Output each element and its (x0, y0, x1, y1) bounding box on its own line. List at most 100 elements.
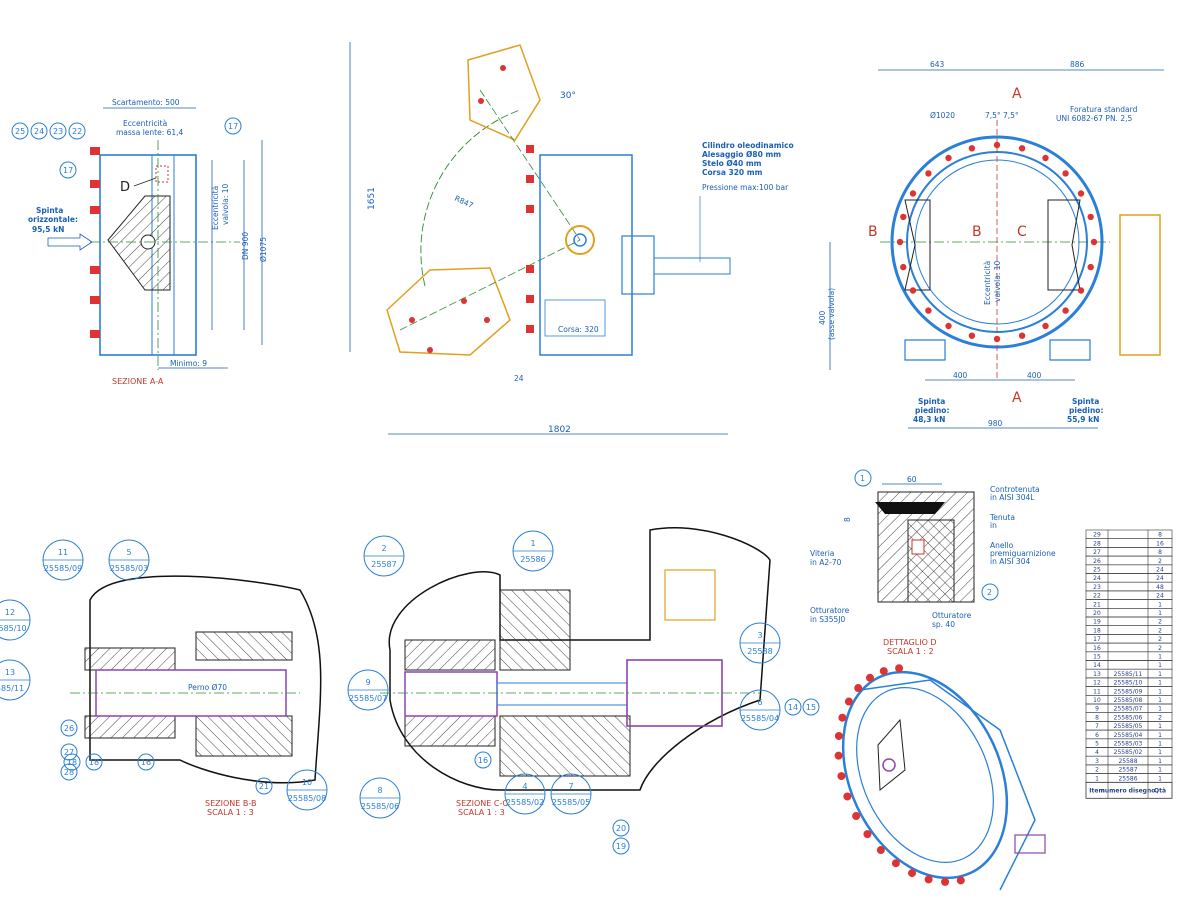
bom-cell: 1 (1158, 662, 1162, 669)
bom-cell: 6 (1095, 732, 1099, 739)
label-ecc-valvola-1: Eccentricità (211, 186, 220, 230)
flange-bolt (924, 875, 933, 884)
flange-bolt (900, 213, 907, 221)
flange-bolt (993, 335, 1001, 343)
svg-text:17: 17 (228, 122, 238, 131)
section-a-bottom: A (1012, 390, 1022, 406)
bom-cell: 20 (1093, 610, 1101, 617)
foratura-2: UNI 6082-67 PN. 2,5 (1056, 114, 1132, 123)
bom-header: Item (1089, 787, 1104, 794)
flange-bolt (945, 322, 952, 330)
dim-980: 980 (988, 419, 1003, 428)
label-perno: Perno Ø70 (188, 683, 227, 692)
bom-cell: 1 (1158, 671, 1162, 678)
label-ecc-valvola-2: valvola: 10 (221, 183, 230, 225)
part-balloon-small (802, 698, 820, 716)
dim-1651: 1651 (367, 187, 377, 210)
bom-cell: 12 (1093, 680, 1101, 687)
bom-cell: 25588 (1118, 758, 1137, 765)
bom-cell: 1 (1158, 741, 1162, 748)
flange-bolt (896, 238, 904, 246)
spinta-2: orizzontale: (28, 215, 78, 224)
flange-bolt (843, 792, 852, 801)
balloon-number: 20 (616, 824, 626, 833)
bom-cell: 27 (1093, 549, 1101, 556)
bom-cell: 8 (1158, 532, 1162, 539)
part-balloon-small (63, 753, 81, 771)
flange-bolt (1077, 287, 1085, 294)
label-otturatore-r-1: Otturatore (932, 611, 972, 620)
flange-bolt (909, 287, 917, 294)
balloon-number: 11 (58, 548, 68, 557)
bom-cell: 5 (1095, 741, 1099, 748)
label-otturatore-r-2: sp. 40 (932, 620, 955, 629)
dim-dn: DN 900 (241, 232, 250, 260)
title-bb-1: SEZIONE B-B (205, 799, 256, 808)
bom-cell: 2 (1158, 645, 1162, 652)
svg-text:17: 17 (63, 166, 73, 175)
balloons-aa: 25 24 23 22 17 17 (11, 117, 242, 179)
title-dettaglio-1: DETTAGLIO D (883, 638, 937, 647)
flange-bolt (956, 876, 965, 885)
dim-400-left: 400 (953, 371, 968, 380)
flange-bolts-left (90, 147, 100, 338)
balloon-number: 6 (757, 698, 762, 707)
label-anello-2: premiguarnizione (990, 549, 1056, 558)
bom-cell: 17 (1093, 636, 1101, 643)
flange-bolt (1042, 322, 1049, 330)
bom-cell: 1 (1158, 732, 1162, 739)
flange-bolts-front (896, 141, 1098, 343)
flange-bolt (1087, 213, 1094, 221)
part-balloon-small (60, 743, 78, 761)
bom-cell: 24 (1156, 575, 1164, 582)
bom-cell: 2 (1095, 767, 1099, 774)
dim-r847: R847 (453, 194, 475, 211)
spinta-right-1: Spinta (1072, 397, 1099, 406)
flange-bolt (1090, 238, 1098, 246)
bom-cell: 21 (1093, 601, 1101, 608)
dim-8: 8 (843, 517, 852, 522)
balloon-number: 5 (126, 548, 131, 557)
flange-bolt (891, 859, 900, 868)
spinta-1: Spinta (36, 206, 63, 215)
dim-400-right: 400 (1027, 371, 1042, 380)
balloon-ref: 25585/08 (288, 794, 326, 803)
balloon-ref: 5585/10 (0, 624, 27, 633)
balloon-number: 8 (377, 786, 382, 795)
flange-bolt (838, 713, 847, 722)
dim-asse-400: 400 (818, 310, 827, 325)
dim-angle-a: 7,5° (985, 111, 1001, 120)
dim-643: 643 (930, 60, 945, 69)
flange-bolt (834, 731, 843, 740)
balloon-number: 10 (302, 778, 312, 787)
bom-cell: 7 (1095, 723, 1099, 730)
part-balloon-small (60, 763, 78, 781)
bom-cell: 1 (1158, 706, 1162, 713)
balloon-number: 18 (67, 758, 77, 767)
flange-bolt (993, 141, 1001, 149)
dim-minimo: Minimo: 9 (170, 359, 207, 368)
svg-text:25: 25 (15, 127, 25, 136)
view-front: 643 886 Ø1020 7,5° 7,5° Foratura standar… (818, 60, 1164, 429)
bom-cell: 25585/09 (1114, 688, 1143, 695)
flange-bolt (865, 673, 874, 682)
dim-asse-label: (asse valvola) (827, 288, 836, 340)
flange-bolt (968, 332, 976, 339)
bom-cell: 8 (1095, 714, 1099, 721)
flange-bolt (1018, 332, 1026, 339)
balloons-cc: 225587125586325588625585/04825585/064255… (359, 530, 820, 855)
section-c: C (1017, 224, 1027, 240)
flange-bolt (925, 307, 932, 314)
dim-dia-1020: Ø1020 (930, 111, 955, 120)
bom-cell: 1 (1158, 697, 1162, 704)
label-viteria-2: in A2-70 (810, 558, 842, 567)
svg-text:22: 22 (72, 127, 82, 136)
svg-text:1: 1 (860, 474, 865, 483)
bom-cell: 24 (1156, 567, 1164, 574)
cylinder-2: Alesaggio Ø80 mm (702, 150, 781, 159)
bom-cell: 25585/08 (1114, 697, 1143, 704)
view-sezione-bb: Perno Ø70 SEZIONE B-B SCALA 1 : 3 112558… (0, 539, 389, 817)
balloon-number: 3 (757, 631, 762, 640)
label-ecc-massa-1: Eccentricità (123, 119, 167, 128)
